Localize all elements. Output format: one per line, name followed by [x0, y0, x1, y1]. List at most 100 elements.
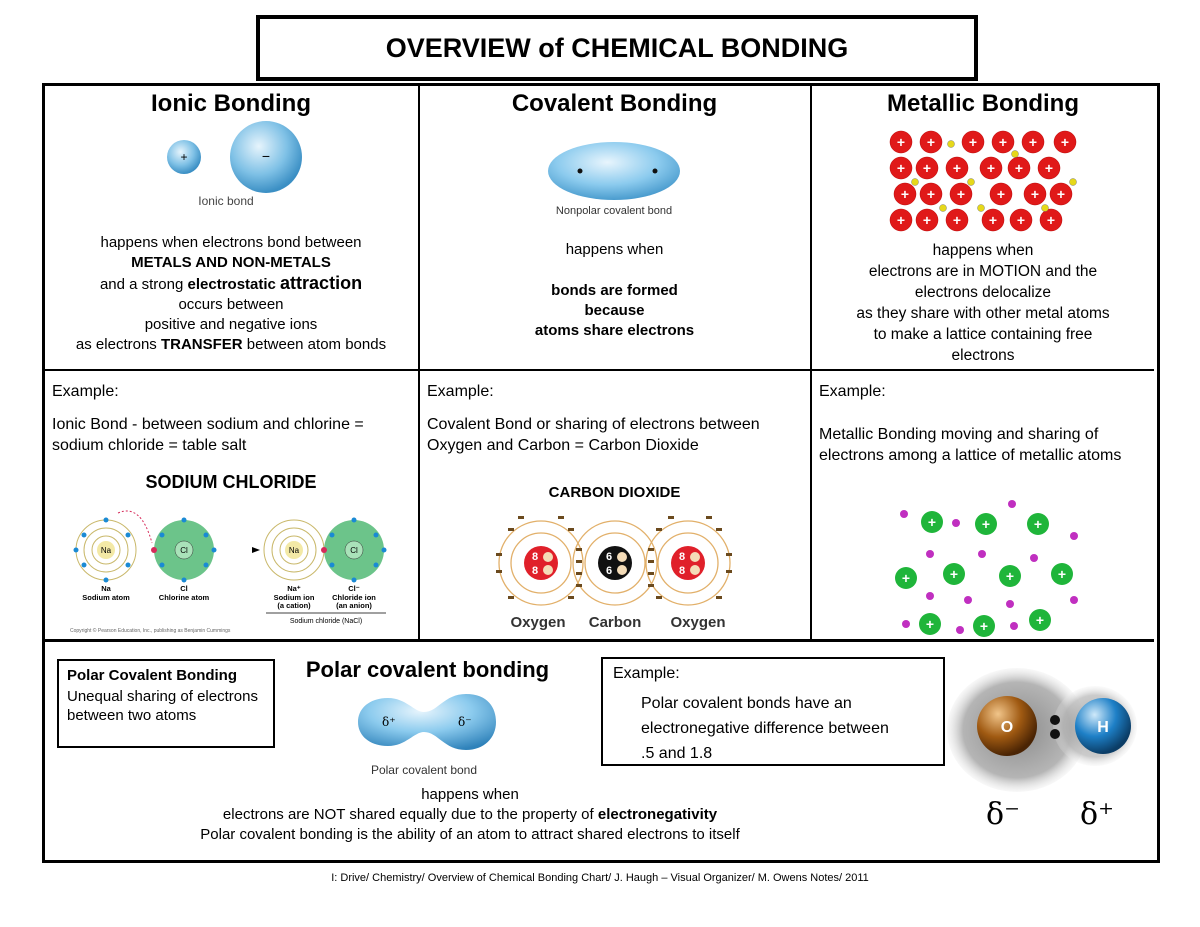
- svg-text:+: +: [1045, 160, 1053, 176]
- svg-text:+: +: [897, 160, 905, 176]
- svg-text:+: +: [1015, 160, 1023, 176]
- svg-text:+: +: [1006, 568, 1014, 584]
- polar-definition-box: Polar Covalent Bonding Unequal sharing o…: [57, 659, 275, 748]
- footer-path: I: Drive/ Chemistry/ Overview of Chemica…: [331, 872, 869, 884]
- o-number: 8: [679, 551, 685, 563]
- polar-example-box: Example: Polar covalent bonds have an el…: [601, 657, 945, 766]
- metallic-line: happens when: [932, 242, 1034, 259]
- ionic-line: as electrons TRANSFER between atom bonds: [45, 335, 417, 355]
- svg-text:+: +: [997, 186, 1005, 202]
- oxygen-label: Oxygen: [670, 614, 725, 631]
- covalent-line: atoms share electrons: [534, 322, 695, 339]
- svg-text:+: +: [897, 212, 905, 228]
- svg-text:+: +: [897, 134, 905, 150]
- svg-text:+: +: [1034, 516, 1042, 532]
- svg-text:+: +: [928, 514, 936, 530]
- metallic-description: happens when electrons are in MOTION and…: [812, 240, 1154, 366]
- delta-plus-label: δ⁺: [1080, 797, 1114, 832]
- ionic-line: happens when electrons bond between: [100, 234, 362, 251]
- svg-text:+: +: [987, 160, 995, 176]
- delta-minus-small: δ⁻: [458, 715, 472, 729]
- oxygen-label: Oxygen: [510, 614, 565, 631]
- svg-text:+: +: [1047, 212, 1055, 228]
- polar-box-title: Polar Covalent Bonding: [67, 667, 238, 684]
- metallic-example-text: Metallic Bonding moving and sharing of e…: [819, 426, 1122, 464]
- svg-text:+: +: [1031, 186, 1039, 202]
- svg-text:+: +: [950, 566, 958, 582]
- ionic-bond-image: + − Ionic bond: [167, 121, 302, 208]
- column-divider: [418, 85, 420, 640]
- metallic-line: electrons: [951, 347, 1015, 364]
- polar-heading: Polar covalent bonding: [305, 657, 550, 682]
- polar-example-line: electronegative difference between: [641, 720, 889, 737]
- water-polarity-image: O H δ⁻ δ⁺: [947, 668, 1137, 832]
- ionic-description: happens when electrons bond between META…: [45, 233, 417, 355]
- ionic-line: and a strong electrostatic attraction: [45, 273, 417, 295]
- svg-text:+: +: [926, 616, 934, 632]
- na-ion: Na⁺: [287, 584, 301, 593]
- page-title: OVERVIEW of CHEMICAL BONDING: [256, 15, 978, 81]
- polar-line: electrons are NOT shared equally due to …: [45, 805, 895, 825]
- polar-bond-image: δ⁺ δ⁻ Polar covalent bond: [358, 694, 496, 777]
- svg-text:+: +: [989, 212, 997, 228]
- polar-caption: Polar covalent bond: [371, 763, 477, 777]
- covalent-heading: Covalent Bonding: [511, 90, 718, 117]
- svg-text:+: +: [923, 160, 931, 176]
- text-run: electrons are NOT shared equally due to …: [222, 806, 598, 823]
- delta-plus-small: δ⁺: [382, 715, 396, 729]
- na-label: Na: [289, 546, 300, 555]
- text-run: attraction: [280, 273, 363, 293]
- ionic-example-text: Ionic Bond - between sodium and chlorine…: [52, 416, 364, 454]
- svg-text:+: +: [1058, 566, 1066, 582]
- delta-minus-label: δ⁻: [986, 797, 1020, 832]
- text-run: TRANSFER: [160, 336, 243, 353]
- svg-text:+: +: [953, 212, 961, 228]
- polar-box-text: Unequal sharing of electrons between two…: [67, 688, 258, 724]
- covalent-description: happens when bonds are formed because at…: [420, 240, 809, 341]
- cl-ion-name: Chloride ion: [332, 593, 376, 602]
- ionic-line: METALS AND NON-METALS: [131, 254, 331, 271]
- text-run: and a strong: [99, 276, 188, 293]
- na-name: Sodium atom: [82, 593, 130, 602]
- svg-text:+: +: [927, 186, 935, 202]
- ionic-example-label: Example:: [52, 383, 119, 400]
- row-divider: [44, 639, 1154, 642]
- polar-example-line: Polar covalent bonds have an: [641, 695, 852, 712]
- carbon-dioxide-title: CARBON DIOXIDE: [548, 484, 681, 501]
- metallic-line: as they share with other metal atoms: [856, 305, 1110, 322]
- c-number: 6: [606, 565, 612, 577]
- ionic-line: positive and negative ions: [144, 316, 318, 333]
- cl-ion-type: (an anion): [336, 601, 372, 610]
- svg-text:+: +: [927, 134, 935, 150]
- covalent-example-text: Covalent Bond or sharing of electrons be…: [427, 416, 760, 454]
- positive-charge: +: [180, 150, 187, 164]
- carbon-label: Carbon: [589, 614, 642, 631]
- row-divider: [44, 369, 1154, 371]
- text-run: as electrons: [75, 336, 161, 353]
- cl-caption: Cl: [180, 584, 188, 593]
- cl-label: Cl: [350, 546, 358, 555]
- carbon-dioxide-diagram: 8 8 6 6 8 8 Oxygen Carbon Oxygen: [496, 516, 732, 631]
- negative-charge: −: [262, 148, 270, 164]
- nonpolar-caption: Nonpolar covalent bond: [556, 205, 672, 217]
- polar-line: happens when: [421, 786, 519, 803]
- covalent-example-label: Example:: [427, 383, 494, 400]
- covalent-line: because: [584, 302, 645, 319]
- na-ion-type: (a cation): [277, 601, 311, 610]
- column-divider: [810, 85, 812, 640]
- metallic-line: electrons are in MOTION and the: [868, 263, 1098, 280]
- metallic-line: to make a lattice containing free: [873, 326, 1093, 343]
- svg-text:+: +: [901, 186, 909, 202]
- sodium-chloride-diagram: Na Cl Na Cl Na Sodium atom Cl Chlorine a…: [70, 510, 387, 634]
- text-run: electronegativity: [597, 806, 718, 823]
- cl-ion: Cl⁻: [348, 584, 360, 593]
- svg-text:+: +: [923, 212, 931, 228]
- svg-text:+: +: [999, 134, 1007, 150]
- c-number: 6: [606, 551, 612, 563]
- svg-text:+: +: [902, 570, 910, 586]
- metallic-lattice-image: ++++++ ++++++ ++++++ ++++++: [889, 130, 1077, 232]
- metallic-example-image: +++ ++++ +++: [895, 500, 1078, 637]
- cl-name: Chlorine atom: [159, 593, 210, 602]
- polar-example-label: Example:: [613, 665, 680, 682]
- svg-text:+: +: [980, 618, 988, 634]
